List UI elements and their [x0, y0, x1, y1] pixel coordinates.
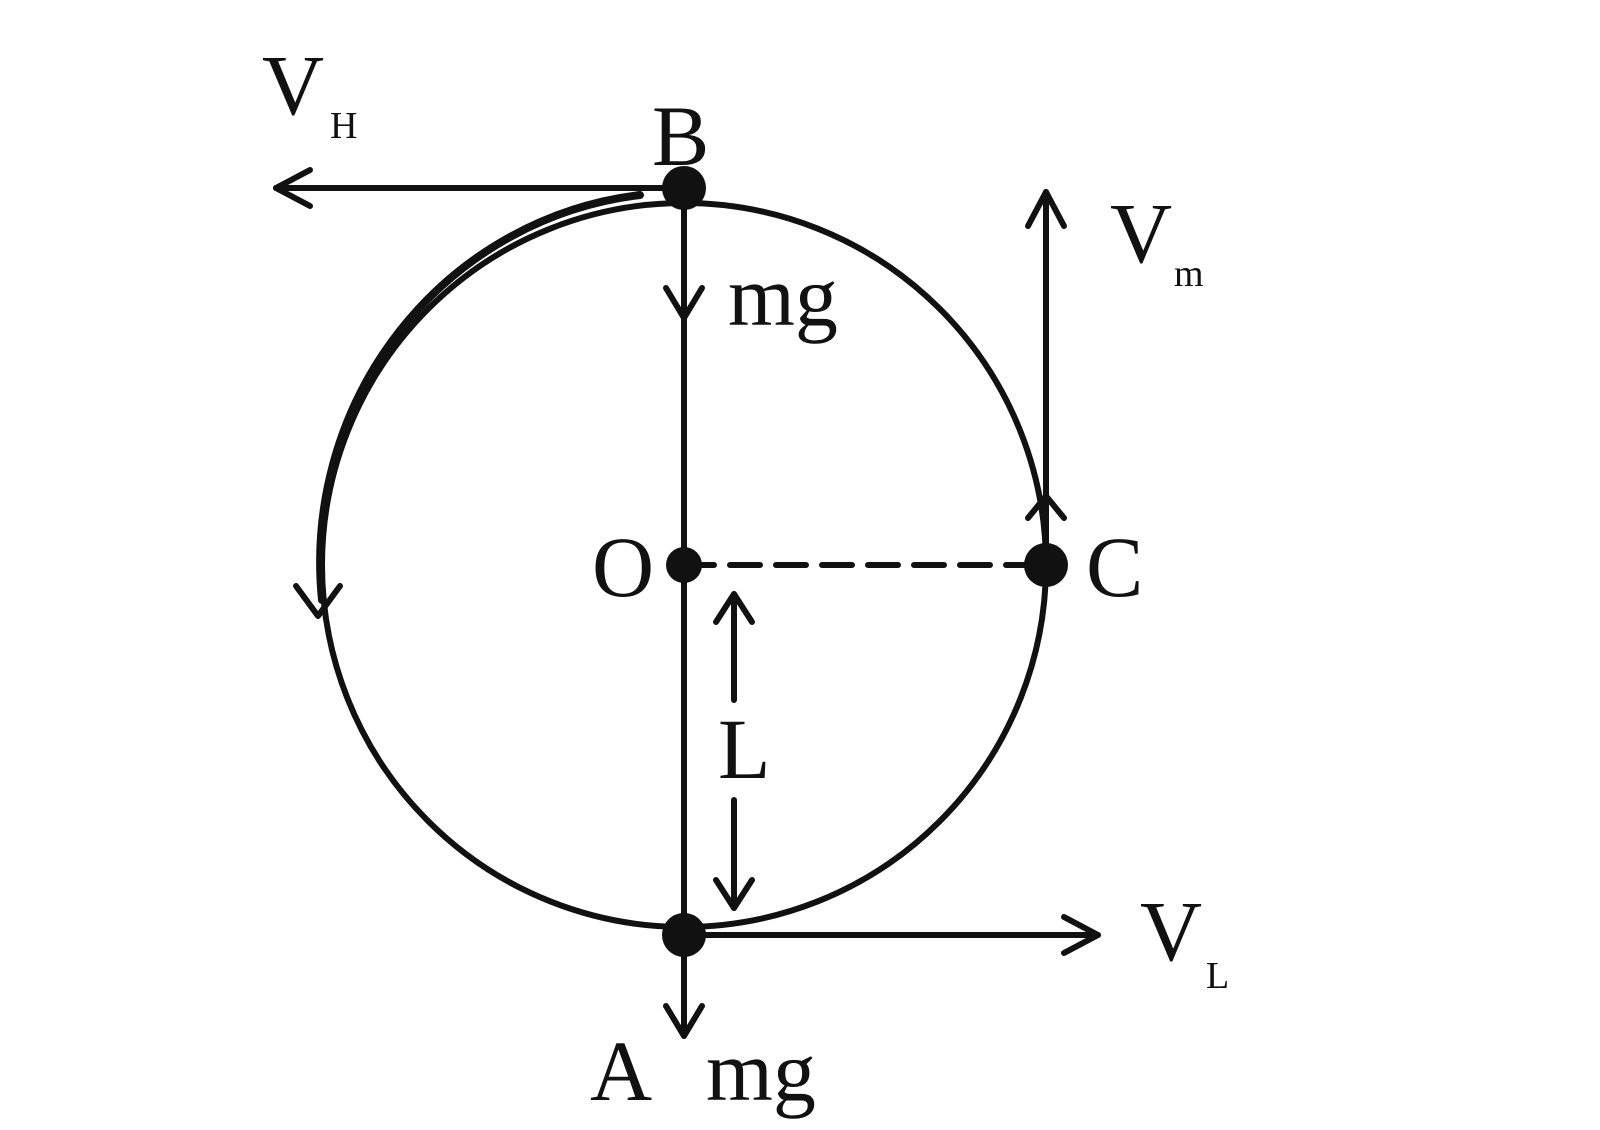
rotation-direction-arrow	[293, 583, 343, 619]
label-vm-symbol: V	[1110, 185, 1172, 281]
vl-arrowhead	[1061, 914, 1101, 956]
label-vh-subscript: H	[330, 105, 357, 147]
label-top-mg: mg	[728, 248, 838, 344]
point-b-dot	[662, 166, 706, 210]
label-bottom-mg: mg	[706, 1023, 816, 1119]
label-c: C	[1086, 519, 1143, 615]
length-arrowhead-up	[713, 591, 755, 625]
point-a-dot	[662, 913, 706, 957]
motion-arc-emphasis	[316, 191, 644, 604]
label-vh-symbol: V	[262, 37, 324, 133]
point-o-dot	[666, 547, 702, 583]
vm-tangent-mark	[1025, 493, 1067, 521]
label-a: A	[590, 1023, 652, 1119]
top-weight-arrowhead	[663, 285, 705, 321]
label-vl-symbol: V	[1140, 883, 1202, 979]
label-vl-subscript: L	[1206, 955, 1229, 997]
length-arrowhead-down	[713, 877, 755, 911]
vm-arrowhead	[1025, 189, 1067, 229]
bottom-weight-arrowhead	[663, 1003, 705, 1039]
label-length: L	[718, 701, 771, 797]
label-vm-subscript: m	[1174, 253, 1204, 295]
label-b: B	[652, 88, 709, 184]
vh-arrowhead	[273, 167, 313, 209]
label-o: O	[592, 519, 654, 615]
point-c-dot	[1024, 543, 1068, 587]
